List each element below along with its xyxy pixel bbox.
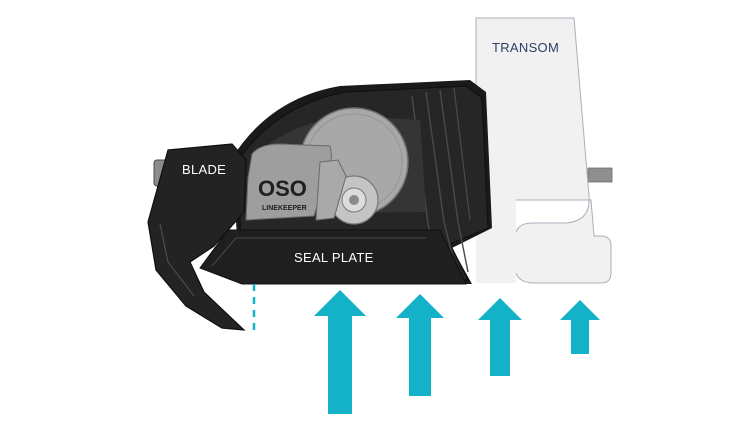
- fin-3: [439, 89, 469, 273]
- label-transom: TRANSOM: [492, 40, 559, 55]
- cover-plate-slot: [315, 159, 347, 221]
- arrow-1: [314, 290, 366, 414]
- arrow-4: [560, 300, 600, 354]
- logo-main: OSO: [258, 176, 307, 201]
- seal-plate-edge: [211, 237, 426, 267]
- label-seal-plate: SEAL PLATE: [294, 250, 374, 265]
- transom-rod: [587, 167, 613, 183]
- label-blade: BLADE: [182, 162, 226, 177]
- logo-sub: LINEKEEPER: [262, 205, 307, 212]
- fin-4: [453, 87, 471, 221]
- seal-plate: [199, 229, 467, 285]
- blade-body: [147, 143, 247, 331]
- transom-shape: [475, 17, 612, 284]
- upward-arrow-icon: [314, 290, 600, 414]
- blade: [147, 143, 247, 331]
- arrow-2: [396, 294, 444, 396]
- blade-highlight: [159, 223, 195, 297]
- arrow-3: [478, 298, 522, 376]
